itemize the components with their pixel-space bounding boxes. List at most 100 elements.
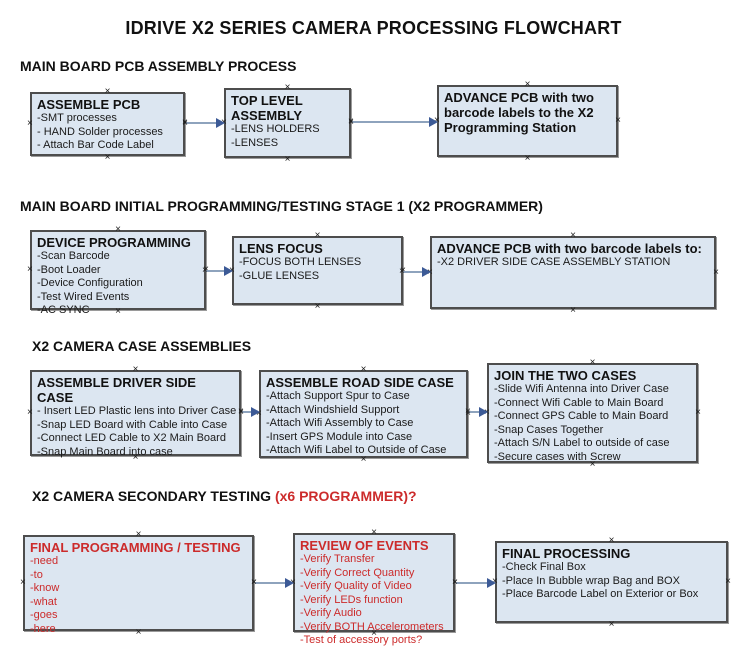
box-line: -Attach Windshield Support <box>266 403 400 416</box>
box-line: -GLUE LENSES <box>239 269 320 282</box>
connection-anchor-icon: × <box>360 364 367 375</box>
box-title: TOP LEVEL ASSEMBLY <box>231 93 303 123</box>
connection-anchor-icon: × <box>570 305 576 316</box>
section-heading-case-assemblies: X2 CAMERA CASE ASSEMBLIES <box>32 338 251 354</box>
box-final-programming-testing: FINAL PROGRAMMING / TESTING -need-to-kno… <box>20 530 257 638</box>
box-lines: -FOCUS BOTH LENSES-GLUE LENSES <box>239 256 397 283</box>
connection-anchor-icon: × <box>27 118 33 129</box>
connection-anchor-icon: × <box>608 619 615 630</box>
connection-anchor-icon: × <box>104 86 111 97</box>
box-title: DEVICE PROGRAMMING <box>37 235 191 250</box>
connection-anchor-icon: × <box>284 82 291 93</box>
arrowhead-icon <box>216 118 225 128</box>
box-lines: -LENS HOLDERS-LENSES <box>231 123 345 150</box>
box-line: -Test Wired Events <box>37 290 130 303</box>
box-line: -Snap LED Board with Cable into Case <box>37 418 228 431</box>
arrowhead-icon <box>479 407 488 417</box>
box-lines: -SMT processes- HAND Solder processes- A… <box>37 112 179 153</box>
section-heading-initial-programming: MAIN BOARD INITIAL PROGRAMMING/TESTING S… <box>20 198 543 214</box>
box-line: -here <box>30 622 56 635</box>
box-line: -Boot Loader <box>37 263 101 276</box>
box-lines: - Insert LED Plastic lens into Driver Ca… <box>37 405 236 459</box>
box-top-level-assembly: TOP LEVEL ASSEMBLY -LENS HOLDERS-LENSES … <box>221 82 354 165</box>
box-title: ADVANCE PCB with two barcode labels to t… <box>444 90 594 135</box>
box-line: - Attach Bar Code Label <box>37 139 154 151</box>
section-heading-text: MAIN BOARD INITIAL PROGRAMMING/TESTING S… <box>20 198 543 214</box>
box-assemble-driver-side-case: ASSEMBLE DRIVER SIDE CASE - Insert LED P… <box>27 365 244 463</box>
box-line: - HAND Solder processes <box>37 125 163 138</box>
section-heading-text: MAIN BOARD PCB ASSEMBLY PROCESS <box>20 58 297 74</box>
box-assemble-pcb: ASSEMBLE PCB -SMT processes- HAND Solder… <box>27 86 188 163</box>
arrowhead-icon <box>487 578 496 588</box>
box-line: -Attach S/N Label to outside of case <box>494 437 670 449</box>
arrowhead-icon <box>285 578 294 588</box>
arrowhead-icon <box>429 117 438 127</box>
connection-anchor-icon: × <box>589 357 596 368</box>
box-line: -Place Barcode Label on Exterior or Box <box>502 588 699 600</box>
box-line: -to <box>30 568 43 581</box>
connection-anchor-icon: × <box>20 577 26 588</box>
connection-anchor-icon: × <box>713 266 719 278</box>
flow-arrow: × <box>202 266 233 276</box>
box-title: FINAL PROCESSING <box>502 546 631 561</box>
connection-anchor-icon: × <box>104 152 111 163</box>
box-line: -X2 DRIVER SIDE CASE ASSEMBLY STATION <box>437 256 671 268</box>
box-lines: -Check Final Box-Place In Bubble wrap Ba… <box>502 561 722 602</box>
box-final-processing: FINAL PROCESSING -Check Final Box-Place … <box>492 535 731 630</box>
box-review-of-events: REVIEW OF EVENTS -Verify Transfer-Verify… <box>290 527 458 647</box>
connection-anchor-icon: × <box>524 79 531 90</box>
connection-anchor-icon: × <box>695 407 701 418</box>
flow-arrow: × <box>399 267 431 277</box>
box-device-programming: DEVICE PROGRAMMING -Scan Barcode-Boot Lo… <box>27 224 209 317</box>
box-advance-pcb-programming-station: ADVANCE PCB with two barcode labels to t… <box>434 79 621 164</box>
box-line: -LENS HOLDERS <box>231 123 320 135</box>
box-line: -Scan Barcode <box>37 250 110 262</box>
box-lines: -Attach Support Spur to Case-Attach Wind… <box>266 390 462 458</box>
connection-anchor-icon: × <box>725 576 731 587</box>
box-assemble-road-side-case: ASSEMBLE ROAD SIDE CASE -Attach Support … <box>256 364 471 465</box>
page-title: IDRIVE X2 SERIES CAMERA PROCESSING FLOWC… <box>125 18 622 38</box>
box-title: ASSEMBLE PCB <box>37 97 141 112</box>
connection-anchor-icon: × <box>284 154 291 165</box>
box-line: -Test of accessory ports? <box>300 634 423 646</box>
box-line: -Snap Main Board into case <box>37 445 173 458</box>
box-line: -Slide Wifi Antenna into Driver Case <box>494 383 669 395</box>
arrowhead-icon <box>422 267 431 277</box>
box-line: -Snap Cases Together <box>494 423 604 436</box>
flow-arrow: × <box>251 578 294 588</box>
section-heading-text: X2 CAMERA CASE ASSEMBLIES <box>32 338 252 354</box>
box-lines: -Scan Barcode-Boot Loader-Device Configu… <box>37 250 200 318</box>
connection-anchor-icon: × <box>570 230 576 241</box>
box-title: LENS FOCUS <box>239 241 323 256</box>
connection-anchor-icon: × <box>608 535 615 546</box>
box-advance-pcb-driver-side-station: ADVANCE PCB with two barcode labels to: … <box>427 230 719 316</box>
section-heading-secondary-testing: X2 CAMERA SECONDARY TESTING (x6 PROGRAMM… <box>32 488 417 504</box>
box-line: -Device Configuration <box>37 277 143 289</box>
box-lines: -Slide Wifi Antenna into Driver Case-Con… <box>494 383 692 464</box>
box-line: -Secure cases with Screw <box>494 450 621 463</box>
box-line: -Verify LEDs function <box>300 593 403 606</box>
box-line: -Insert GPS Module into Case <box>266 430 413 443</box>
box-line: -know <box>30 582 60 594</box>
connection-anchor-icon: × <box>524 153 531 164</box>
flow-arrow: × <box>465 407 488 417</box>
flow-arrow: × <box>452 578 496 588</box>
box-title: FINAL PROGRAMMING / TESTING <box>30 540 241 555</box>
box-line: -Verify Correct Quantity <box>300 566 415 579</box>
box-lines: -X2 DRIVER SIDE CASE ASSEMBLY STATION <box>437 256 710 270</box>
box-line: -Verify Quality of Video <box>300 580 412 592</box>
box-lines: -Verify Transfer-Verify Correct Quantity… <box>300 553 449 648</box>
box-lines: -need-to-know-what-goes-here <box>30 555 248 636</box>
connection-anchor-icon: × <box>314 301 321 312</box>
box-line: -Check Final Box <box>502 561 586 573</box>
box-line: -FOCUS BOTH LENSES <box>239 256 362 268</box>
connection-anchor-icon: × <box>371 527 377 538</box>
box-line: -Verify Audio <box>300 607 362 619</box>
box-line: -Connect Wifi Cable to Main Board <box>494 396 664 409</box>
connection-anchor-icon: × <box>27 407 33 418</box>
box-line: -Verify Transfer <box>300 553 375 565</box>
connection-anchor-icon: × <box>115 224 121 235</box>
flow-arrow: × <box>348 117 438 127</box>
connection-anchor-icon: × <box>314 230 321 241</box>
